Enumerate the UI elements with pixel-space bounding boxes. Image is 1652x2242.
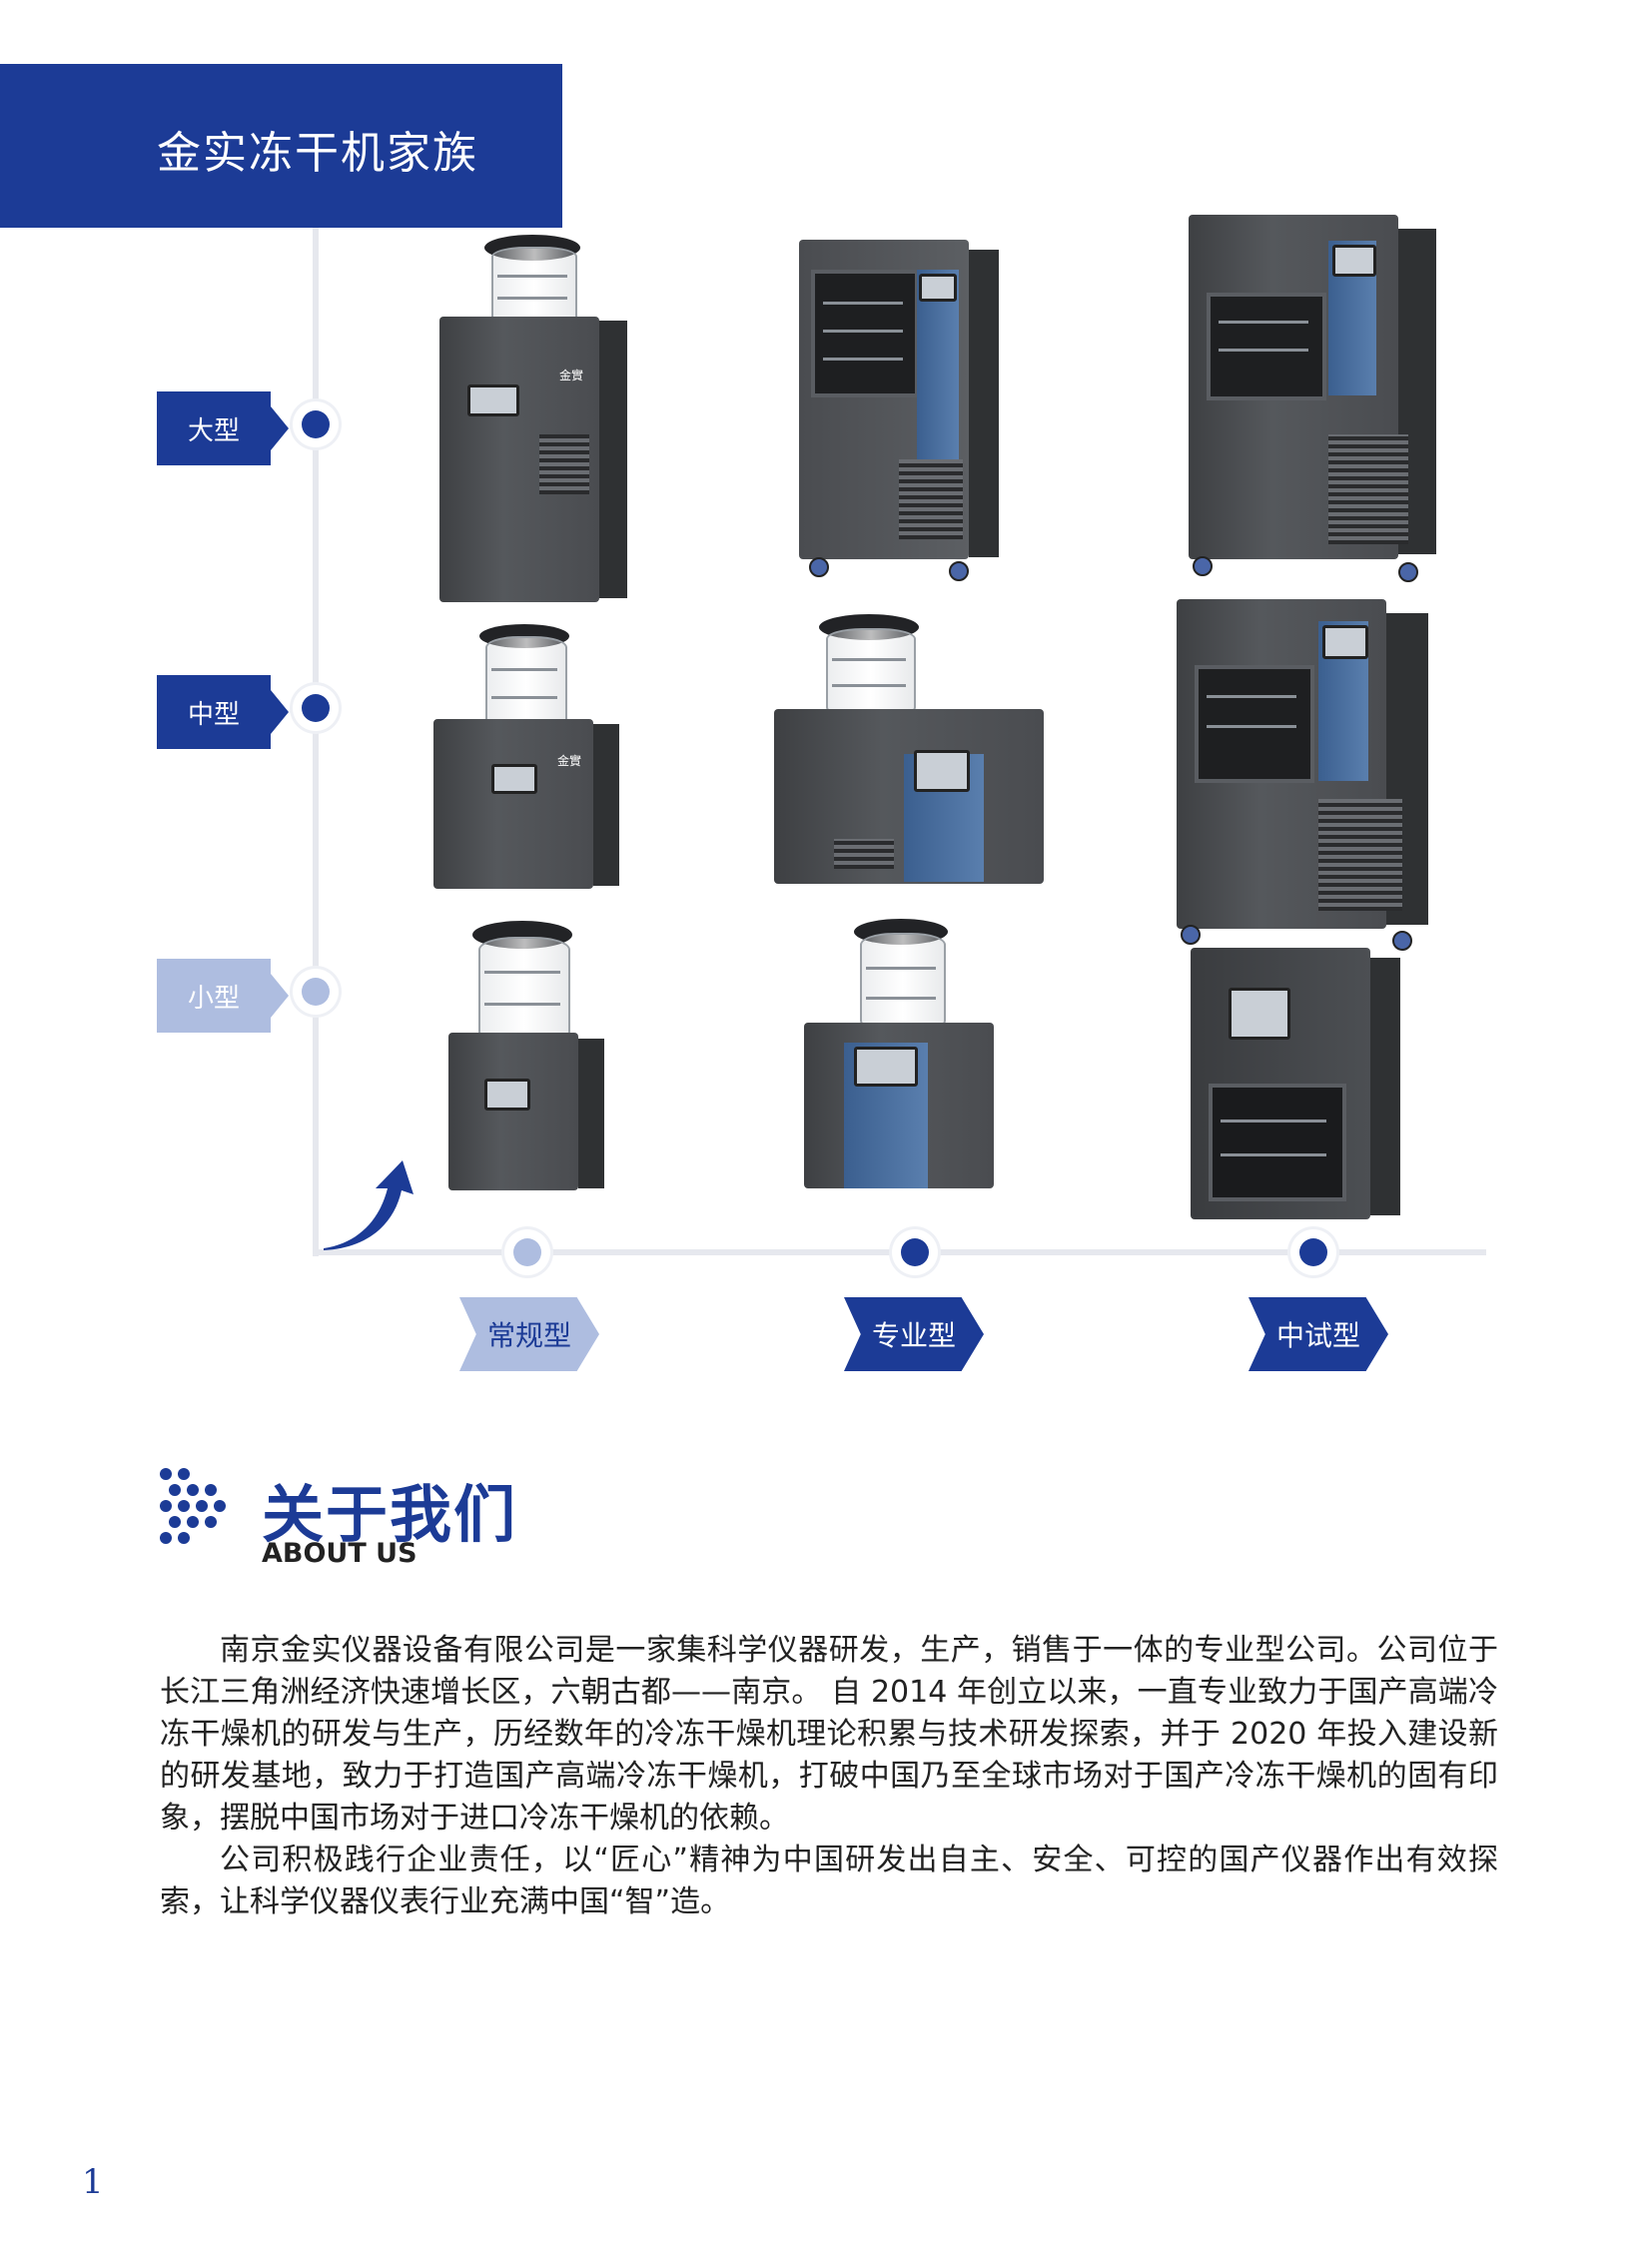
axis-node-large: [293, 401, 339, 447]
about-body: 南京金实仪器设备有限公司是一家集科学仪器研发，生产，销售于一体的专业型公司。公司…: [160, 1630, 1498, 1923]
product-professional-small: [804, 919, 1014, 1193]
product-regular-small: [444, 921, 614, 1195]
size-tag-small: 小型: [157, 959, 289, 1033]
page-number: 1: [82, 2162, 104, 2202]
axis-node-medium: [293, 685, 339, 731]
axis-node-regular: [504, 1229, 550, 1275]
size-tag-medium: 中型: [157, 675, 289, 749]
about-paragraph: 南京金实仪器设备有限公司是一家集科学仪器研发，生产，销售于一体的专业型公司。公司…: [160, 1633, 1498, 1836]
category-pilot: 中试型: [1248, 1297, 1388, 1371]
axis-node-professional: [892, 1229, 938, 1275]
axis-node-pilot: [1290, 1229, 1336, 1275]
dots-logo-icon: [160, 1468, 226, 1544]
axis-node-small: [293, 969, 339, 1015]
product-professional-medium: [774, 614, 1064, 889]
product-pilot-medium: [1169, 579, 1448, 954]
product-professional-large: [789, 230, 1009, 581]
product-pilot-large: [1179, 205, 1448, 584]
header-banner: 金实冻干机家族: [0, 64, 562, 228]
product-regular-medium: 金實: [429, 624, 629, 894]
about-subtitle: ABOUT US: [262, 1538, 417, 1569]
product-pilot-small: [1187, 944, 1416, 1228]
curved-arrow-icon: [324, 1160, 413, 1250]
page-title: 金实冻干机家族: [157, 128, 478, 179]
category-professional: 专业型: [844, 1297, 984, 1371]
category-regular: 常规型: [459, 1297, 599, 1371]
product-regular-large: 金實: [429, 235, 639, 604]
vertical-axis: [313, 228, 319, 1256]
about-title: 关于我们: [262, 1478, 518, 1551]
about-paragraph: 公司积极践行企业责任，以“匠心”精神为中国研发出自主、安全、可控的国产仪器作出有…: [160, 1843, 1498, 1919]
size-tag-large: 大型: [157, 391, 289, 465]
